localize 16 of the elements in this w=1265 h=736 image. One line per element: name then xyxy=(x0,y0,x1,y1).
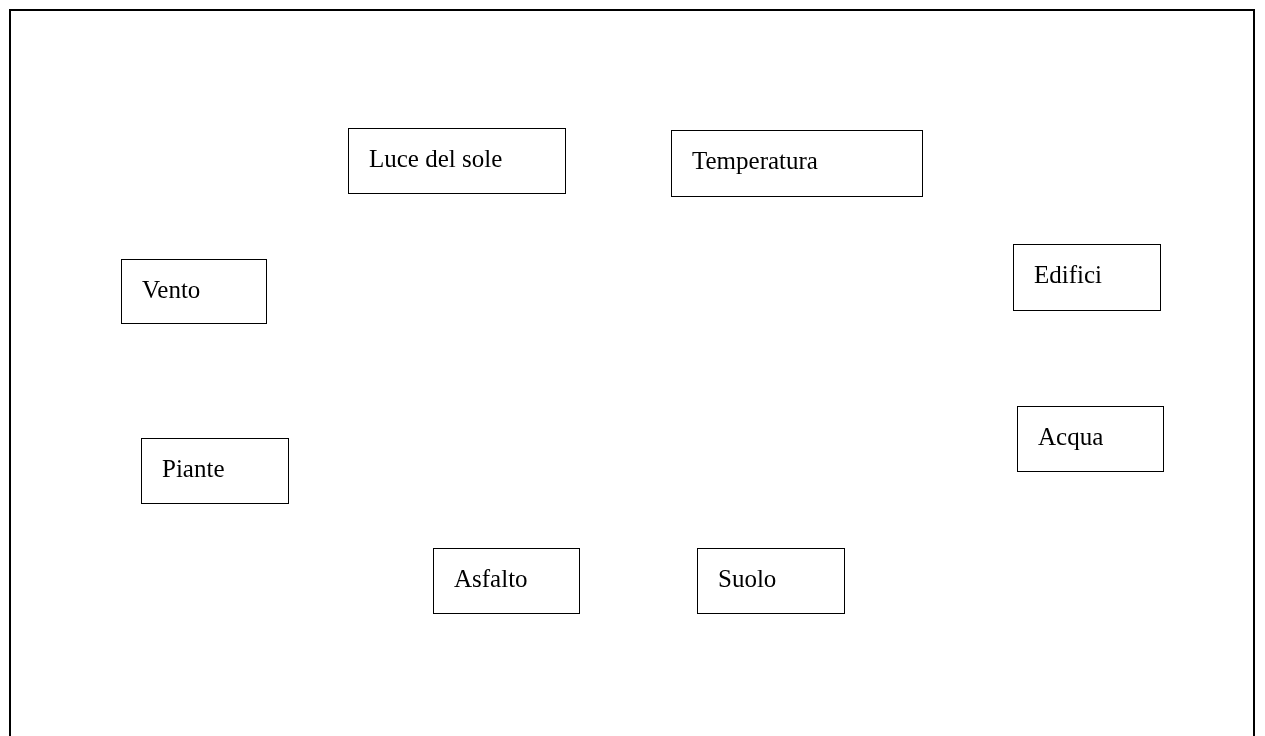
label-box xyxy=(1013,244,1161,311)
label-box xyxy=(433,548,580,614)
box-label: Edifici xyxy=(1034,261,1103,289)
box-label: Piante xyxy=(162,455,225,483)
box-label: Temperatura xyxy=(692,147,818,175)
box-label: Vento xyxy=(142,276,201,304)
label-box xyxy=(697,548,845,614)
label-box xyxy=(121,259,267,324)
label-box xyxy=(671,130,923,197)
label-box xyxy=(1017,406,1164,472)
box-label: Acqua xyxy=(1038,423,1104,451)
box-label: Luce del sole xyxy=(369,145,503,173)
label-box xyxy=(348,128,566,194)
label-box xyxy=(141,438,289,504)
box-label: Suolo xyxy=(718,565,777,593)
box-label: Asfalto xyxy=(454,565,528,593)
